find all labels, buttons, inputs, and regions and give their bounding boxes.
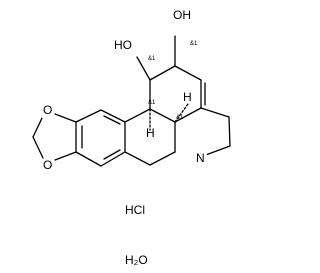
atom-label-h-left: H xyxy=(146,126,155,140)
atom-label-ho: HO xyxy=(114,38,132,52)
salt-label: HCl xyxy=(125,203,145,217)
stereo-mark: &1 xyxy=(190,41,198,47)
stereo-mark: &1 xyxy=(176,115,184,121)
ring-bonds xyxy=(124,35,231,166)
molecule-structure: OH HO O O N H H &1 &1 &1 &1 HCl H₂O xyxy=(32,8,231,267)
dioxole-ring xyxy=(32,113,77,161)
stereo-mark: &1 xyxy=(148,56,156,62)
atom-label-o-lower: O xyxy=(43,158,52,172)
atom-label-oh: OH xyxy=(173,8,191,22)
stereo-bonds xyxy=(149,103,189,131)
atom-labels: OH HO O O N H H xyxy=(42,8,207,173)
stereo-mark: &1 xyxy=(148,100,156,106)
water-label: H₂O xyxy=(125,253,148,267)
benzene-ring xyxy=(75,109,126,167)
atom-label-n: N xyxy=(196,151,205,165)
atom-label-h-right: H xyxy=(183,90,192,104)
structure-canvas: OH HO O O N H H &1 &1 &1 &1 HCl H₂O xyxy=(32,8,231,267)
stereo-marks: &1 &1 &1 &1 xyxy=(148,41,198,121)
atom-label-o-upper: O xyxy=(43,103,52,117)
